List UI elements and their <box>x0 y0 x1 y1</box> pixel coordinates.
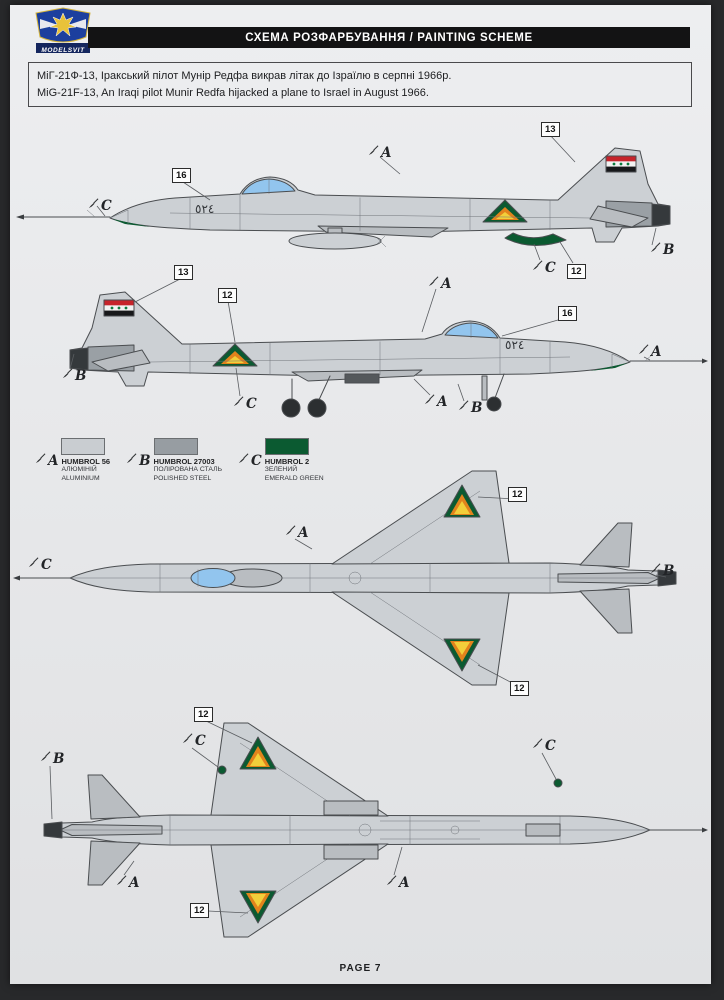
airframe-mirrored <box>43 722 695 938</box>
paint-callout-c: C <box>532 260 556 276</box>
brush-icon <box>233 396 244 407</box>
brush-icon <box>532 260 543 271</box>
decal-callout-12: 12 <box>194 707 213 722</box>
decal-callout-13: 13 <box>174 265 193 280</box>
description-en: MiG-21F-13, An Iraqi pilot Munir Redfa h… <box>37 86 429 99</box>
paint-callout-b: B <box>62 368 86 384</box>
paint-callout-b: B <box>650 563 674 579</box>
modelsvit-emblem-icon <box>35 7 91 53</box>
paint-name-en: POLISHED STEEL <box>153 474 212 482</box>
brush-icon <box>40 751 51 762</box>
brush-icon <box>238 453 249 464</box>
paint-callout-a: A <box>386 875 409 891</box>
color-swatch-a <box>61 438 106 455</box>
paint-callout-a: A <box>368 145 391 161</box>
paint-name-ua: АЛЮМІНІЙ <box>61 466 97 473</box>
decal-callout-12: 12 <box>510 681 529 696</box>
brush-icon <box>638 344 649 355</box>
paint-legend: A HUMBROL 56 АЛЮМІНІЙ ALUMINIUM B HUMBRO… <box>35 438 324 484</box>
paint-callout-c: C <box>532 738 556 754</box>
leader-lines <box>96 133 657 264</box>
brush-icon <box>88 198 99 209</box>
decal-callout-12: 12 <box>508 487 527 502</box>
legend-item-a: A HUMBROL 56 АЛЮМІНІЙ ALUMINIUM <box>35 438 110 484</box>
paint-callout-c: C <box>88 198 112 214</box>
brush-icon <box>28 557 39 568</box>
paint-callout-a: A <box>35 438 58 484</box>
paint-callout-c: C <box>182 733 206 749</box>
top-plan-view: 12 A B C 12 <box>10 445 711 707</box>
decal-callout-16: 16 <box>172 168 191 183</box>
aircraft-serial-number: ٥٢٤ <box>195 202 215 216</box>
brush-icon <box>116 875 127 886</box>
side-view-port: 13 A 16 C ٥٢٤ C 12 B <box>10 112 711 284</box>
paint-callout-a: A <box>428 276 451 292</box>
color-swatch-c <box>264 438 309 455</box>
legend-item-c: C HUMBROL 2 ЗЕЛЕНИЙ EMERALD GREEN <box>238 438 324 484</box>
paint-callout-c: C <box>28 557 52 573</box>
canopy <box>190 568 283 588</box>
mig21-top-view <box>13 470 677 686</box>
page-number: PAGE 7 <box>339 963 382 974</box>
paint-code: HUMBROL 2 <box>264 457 310 466</box>
brush-icon <box>424 394 435 405</box>
decal-callout-12: 12 <box>218 288 237 303</box>
paint-callout-a: A <box>424 394 447 410</box>
airframe <box>69 291 693 387</box>
airframe <box>47 147 671 243</box>
decal-callout-12: 12 <box>567 264 586 279</box>
brush-icon <box>35 453 46 464</box>
brush-icon <box>532 738 543 749</box>
side-view-starboard: 13 A 12 16 ٥٢٤ B C A B A <box>10 262 711 438</box>
brand-logo: MODELSVIT <box>32 7 94 54</box>
page-title: СХЕМА РОЗФАРБУВАННЯ / PAINTING SCHEME <box>245 31 533 44</box>
brush-icon <box>126 453 137 464</box>
legend-item-b: B HUMBROL 27003 ПОЛІРОВАНА СТАЛЬ POLISHE… <box>126 438 222 484</box>
brush-icon <box>386 875 397 886</box>
paint-callout-c: C <box>238 438 262 484</box>
header-bar: СХЕМА РОЗФАРБУВАННЯ / PAINTING SCHEME <box>88 27 690 48</box>
mig21-bottom-view <box>43 719 708 938</box>
scheme-description-box: МіГ-21Ф-13, Іракський пілот Мунір Редфа … <box>28 62 692 107</box>
brush-icon <box>368 145 379 156</box>
paint-code: HUMBROL 27003 <box>153 457 215 466</box>
paint-callout-c: C <box>233 396 257 412</box>
paint-code: HUMBROL 56 <box>61 457 111 466</box>
paint-callout-b: B <box>40 751 64 767</box>
brush-icon <box>650 242 661 253</box>
leader-lines <box>294 496 667 686</box>
paint-callout-b: B <box>650 242 674 258</box>
decal-callout-12: 12 <box>190 903 209 918</box>
underside-green-flash <box>504 232 567 247</box>
paint-callout-a: A <box>116 875 139 891</box>
paint-callout-b: B <box>126 438 151 484</box>
decal-callout-13: 13 <box>541 122 560 137</box>
airframe <box>43 722 695 938</box>
mig21-side-profile-port <box>16 133 671 264</box>
paint-name-ua: ПОЛІРОВАНА СТАЛЬ <box>153 466 223 473</box>
color-swatch-b <box>153 438 198 455</box>
paint-callout-a: A <box>638 344 661 360</box>
brush-icon <box>285 525 296 536</box>
leader-lines <box>69 277 651 402</box>
brush-icon <box>62 368 73 379</box>
decal-callout-16: 16 <box>558 306 577 321</box>
bottom-plan-view: 12 C C B A A 12 <box>10 695 711 960</box>
brand-name: MODELSVIT <box>41 47 85 54</box>
description-ua: МіГ-21Ф-13, Іракський пілот Мунір Редфа … <box>37 70 452 82</box>
leader-lines <box>49 719 557 914</box>
brush-icon <box>458 400 469 411</box>
paint-callout-a: A <box>285 525 308 541</box>
paint-name-en: ALUMINIUM <box>61 474 100 482</box>
paint-name-ua: ЗЕЛЕНИЙ <box>264 466 298 473</box>
instruction-page: MODELSVIT СХЕМА РОЗФАРБУВАННЯ / PAINTING… <box>10 5 711 984</box>
airframe <box>25 470 677 686</box>
mig21-side-profile-starboard <box>69 277 708 418</box>
brush-icon <box>182 733 193 744</box>
paint-name-en: EMERALD GREEN <box>264 474 324 482</box>
paint-callout-b: B <box>458 400 482 416</box>
brush-icon <box>650 563 661 574</box>
brush-icon <box>428 276 439 287</box>
aircraft-serial-number: ٥٢٤ <box>505 338 525 352</box>
